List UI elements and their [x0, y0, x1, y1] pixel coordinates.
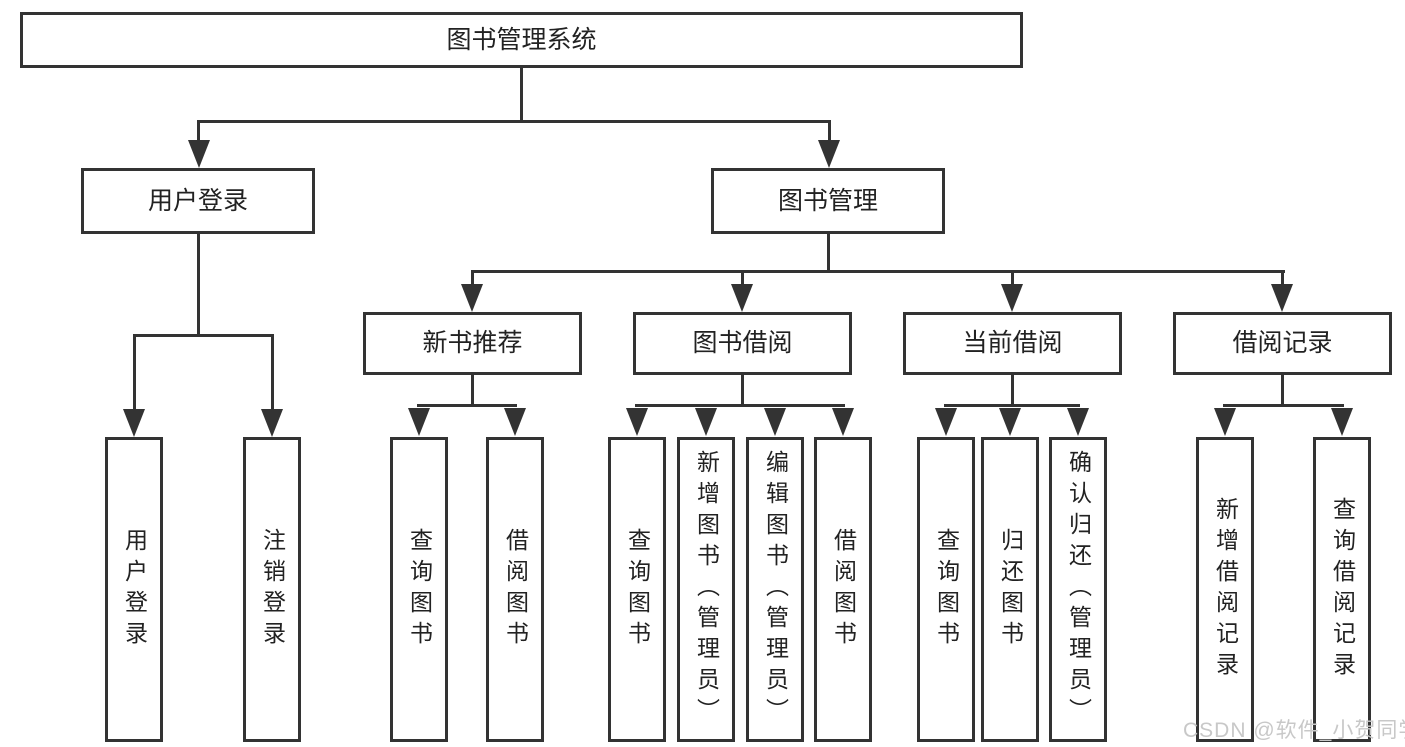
connector-line — [197, 120, 831, 123]
leaf-add-borrow-record: 新增借阅记录 — [1196, 437, 1254, 742]
arrow-down-icon — [731, 284, 753, 312]
leaf-borrow-books-recommend: 借阅图书 — [486, 437, 544, 742]
node-label: 确认归还（管理员） — [1065, 450, 1092, 729]
arrow-down-icon — [764, 408, 786, 436]
node-library-management-system: 图书管理系统 — [20, 12, 1023, 68]
leaf-query-books-borrow: 查询图书 — [608, 437, 666, 742]
connector-line — [197, 120, 200, 144]
arrow-down-icon — [504, 408, 526, 436]
connector-line — [471, 270, 1285, 273]
arrow-down-icon — [935, 408, 957, 436]
connector-line — [827, 233, 830, 273]
leaf-query-books-recommend: 查询图书 — [390, 437, 448, 742]
connector-line — [133, 334, 136, 414]
leaf-borrow-books: 借阅图书 — [814, 437, 872, 742]
node-current-borrow: 当前借阅 — [903, 312, 1122, 375]
node-label: 当前借阅 — [962, 329, 1063, 357]
connector-line — [417, 404, 517, 407]
watermark: CSDN @软件_小贺同学 — [1183, 719, 1405, 742]
leaf-logout: 注销登录 — [243, 437, 301, 742]
node-label: 借阅图书 — [830, 527, 857, 652]
node-user-login: 用户登录 — [81, 168, 315, 234]
connector-line — [1281, 270, 1284, 288]
leaf-edit-books-admin: 编辑图书（管理员） — [746, 437, 804, 742]
connector-line — [471, 270, 474, 288]
arrow-down-icon — [818, 140, 840, 168]
arrow-down-icon — [1067, 408, 1089, 436]
connector-line — [271, 334, 274, 414]
node-label: 查询借阅记录 — [1329, 496, 1356, 683]
node-label: 图书借阅 — [692, 329, 793, 357]
node-label: 查询图书 — [406, 527, 433, 652]
node-label: 新书推荐 — [422, 329, 523, 357]
connector-line — [197, 234, 200, 337]
arrow-down-icon — [408, 408, 430, 436]
leaf-confirm-return-admin: 确认归还（管理员） — [1049, 437, 1107, 742]
arrow-down-icon — [188, 140, 210, 168]
node-borrow-records: 借阅记录 — [1173, 312, 1392, 375]
connector-line — [1281, 374, 1284, 406]
arrow-down-icon — [1331, 408, 1353, 436]
arrow-down-icon — [999, 408, 1021, 436]
arrow-down-icon — [261, 409, 283, 437]
leaf-query-books-current: 查询图书 — [917, 437, 975, 742]
node-label: 归还图书 — [997, 527, 1024, 652]
node-label: 编辑图书（管理员） — [762, 450, 789, 729]
node-book-management: 图书管理 — [711, 168, 945, 234]
leaf-query-borrow-record: 查询借阅记录 — [1313, 437, 1371, 742]
node-label: 注销登录 — [259, 527, 286, 652]
connector-line — [1011, 270, 1014, 288]
node-label: 用户登录 — [121, 527, 148, 652]
node-label: 借阅记录 — [1232, 329, 1333, 357]
connector-line — [1223, 404, 1344, 407]
arrow-down-icon — [1001, 284, 1023, 312]
connector-line — [741, 270, 744, 288]
connector-line — [520, 68, 523, 123]
node-label: 新增借阅记录 — [1212, 496, 1239, 683]
node-label: 新增图书（管理员） — [693, 450, 720, 729]
node-new-book-recommend: 新书推荐 — [363, 312, 582, 375]
arrow-down-icon — [626, 408, 648, 436]
node-label: 查询图书 — [624, 527, 651, 652]
arrow-down-icon — [461, 284, 483, 312]
connector-line — [133, 334, 274, 337]
node-label: 图书管理系统 — [446, 25, 597, 54]
arrow-down-icon — [695, 408, 717, 436]
arrow-down-icon — [832, 408, 854, 436]
connector-line — [944, 404, 1080, 407]
leaf-user-login: 用户登录 — [105, 437, 163, 742]
connector-line — [741, 374, 744, 406]
node-label: 图书管理 — [777, 186, 878, 215]
connector-line — [1011, 374, 1014, 406]
connector-line — [471, 374, 474, 406]
connector-line — [635, 404, 845, 407]
node-label: 用户登录 — [147, 186, 248, 215]
arrow-down-icon — [123, 409, 145, 437]
connector-line — [828, 120, 831, 144]
arrow-down-icon — [1271, 284, 1293, 312]
arrow-down-icon — [1214, 408, 1236, 436]
node-book-borrow: 图书借阅 — [633, 312, 852, 375]
leaf-return-books: 归还图书 — [981, 437, 1039, 742]
node-label: 借阅图书 — [502, 527, 529, 652]
node-label: 查询图书 — [933, 527, 960, 652]
leaf-add-books-admin: 新增图书（管理员） — [677, 437, 735, 742]
